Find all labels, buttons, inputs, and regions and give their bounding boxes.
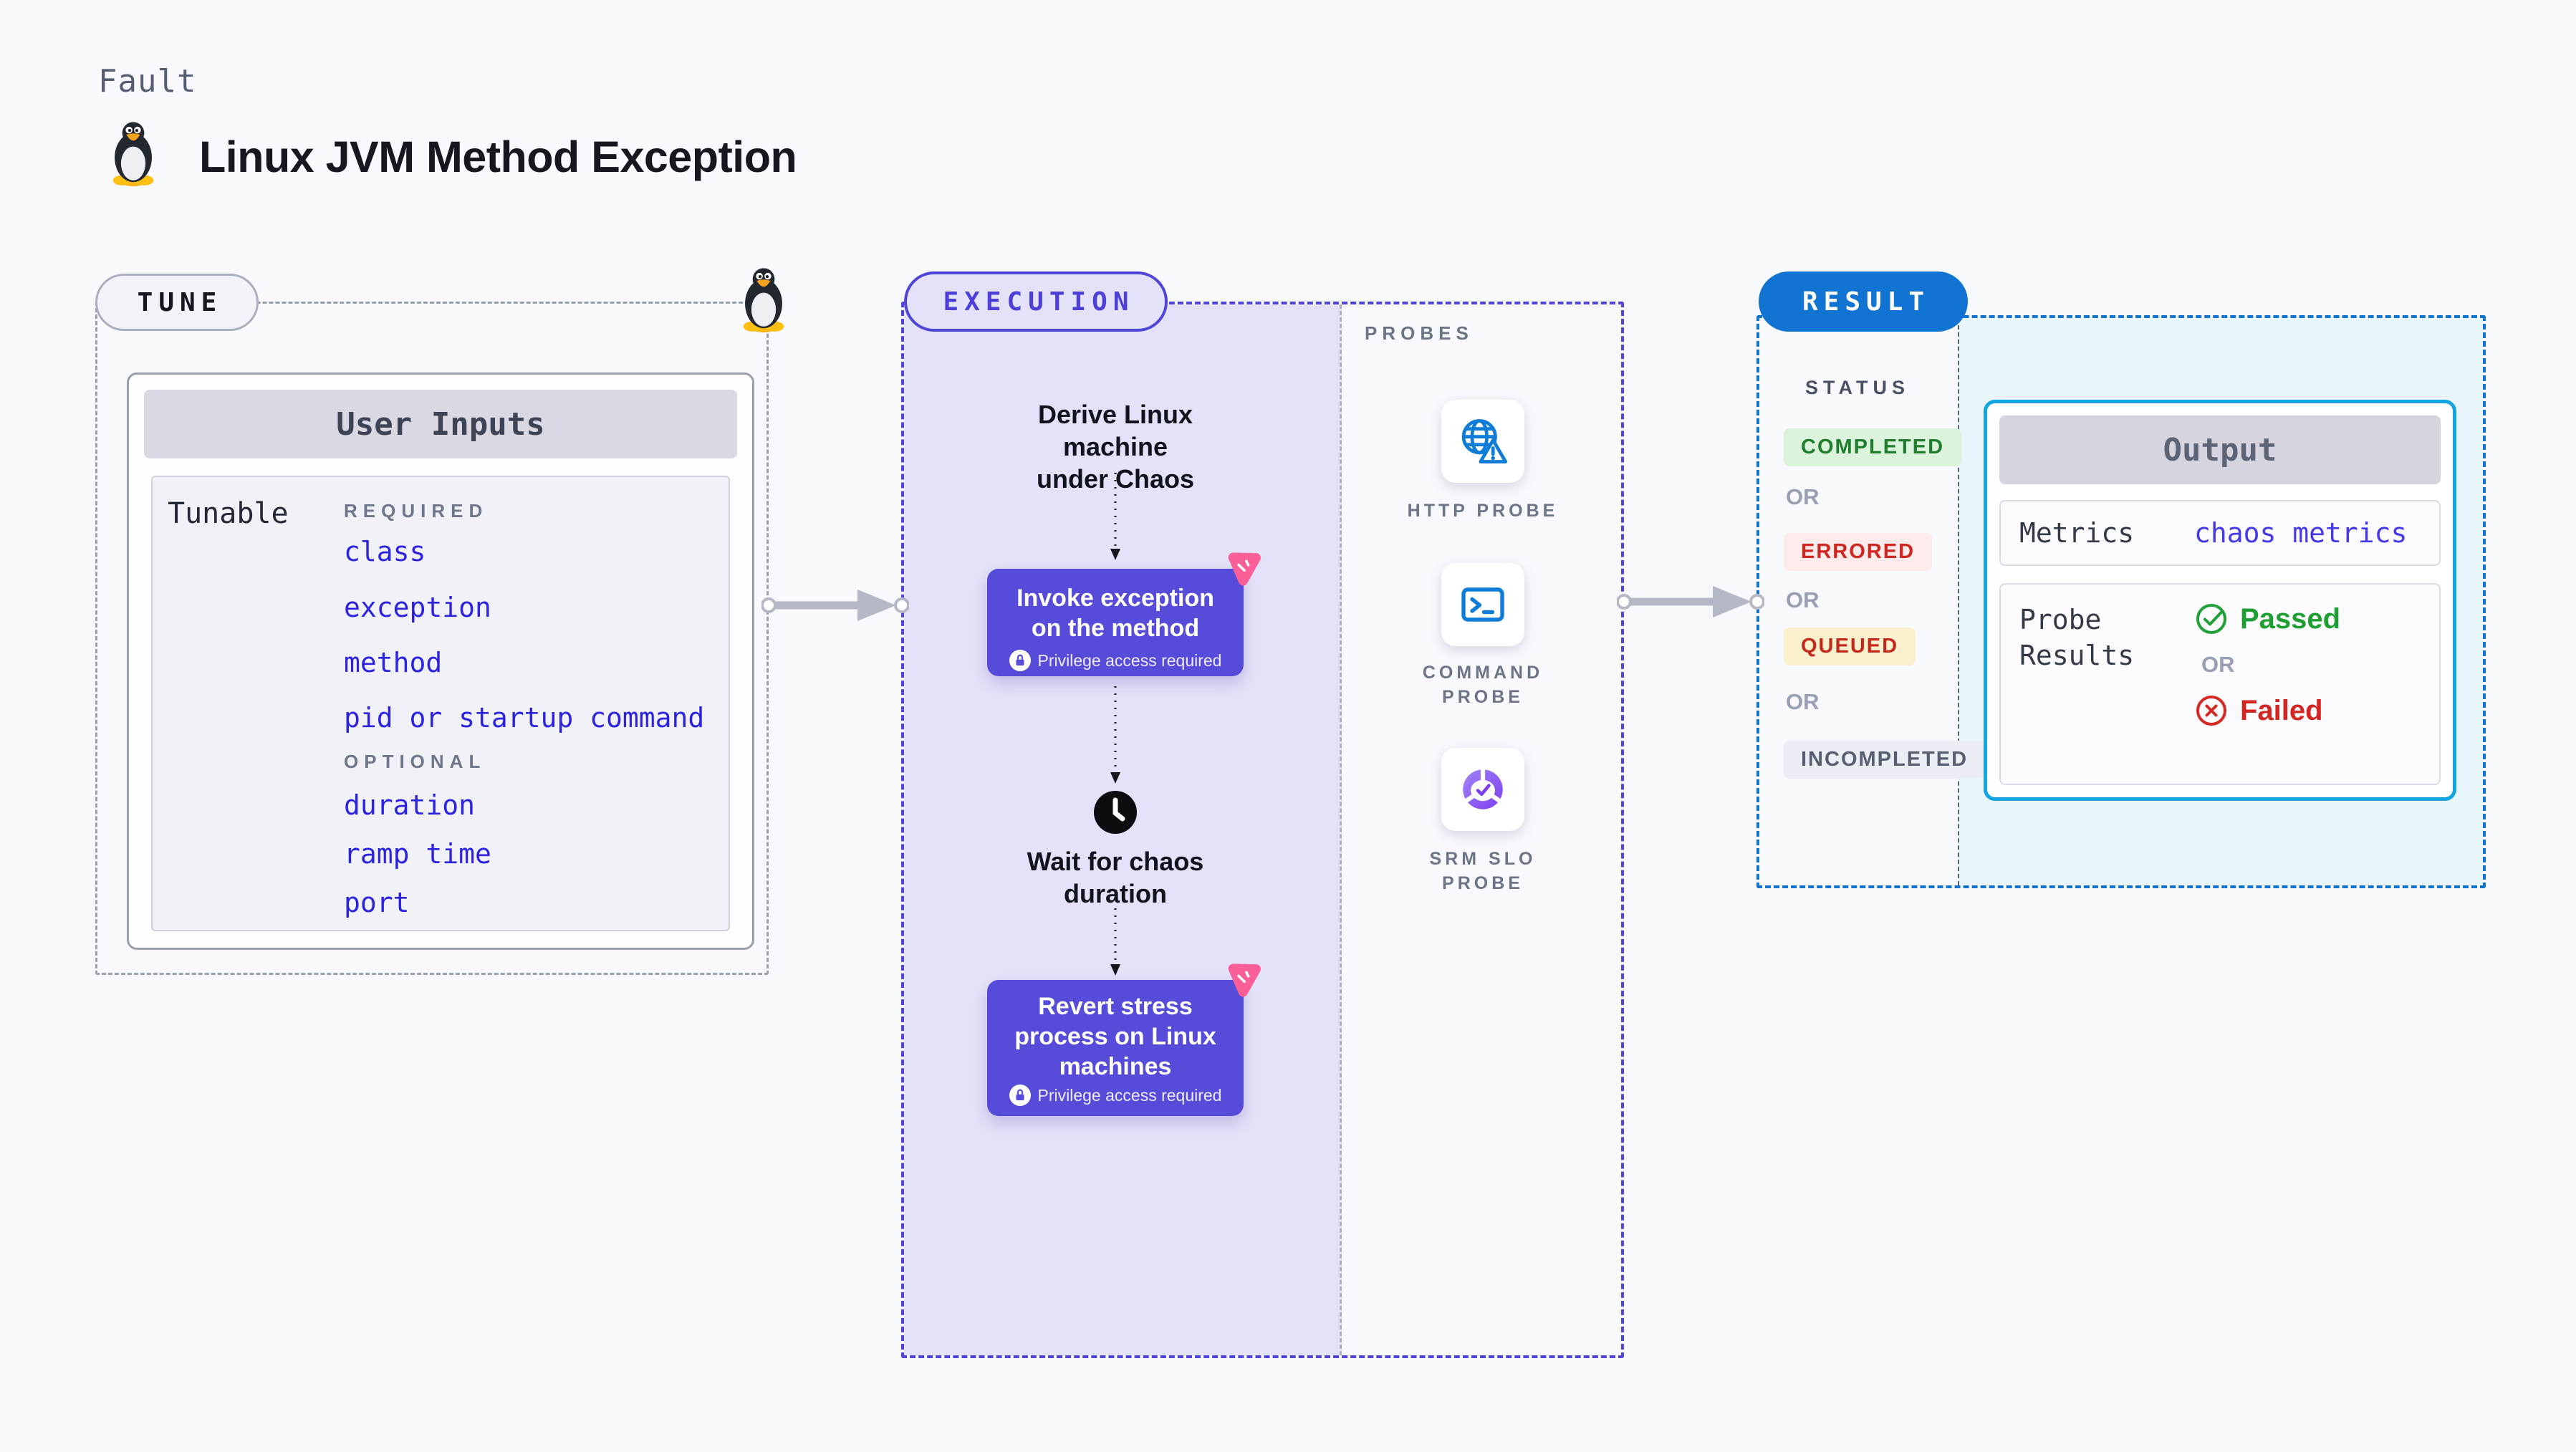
metrics-label: Metrics (2019, 517, 2135, 549)
result-badge: RESULT (1759, 271, 1968, 332)
chaos-fault-icon (1228, 552, 1261, 586)
srm-slo-probe-card (1441, 748, 1524, 831)
probe-result-failed: Failed (2194, 693, 2340, 728)
page-title: Linux JVM Method Exception (199, 133, 797, 181)
step-derive-machine: Derive Linux machine under Chaos (987, 398, 1244, 495)
privilege-label: Privilege access required (1037, 650, 1222, 670)
linux-tux-icon (736, 266, 791, 332)
lock-icon (1009, 1085, 1031, 1106)
connector-arrow-execution-to-result (1617, 586, 1764, 617)
linux-tux-icon (105, 120, 162, 186)
tune-section-box (95, 302, 769, 975)
status-or-label: OR (1786, 484, 1820, 509)
required-group-label: REQUIRED (344, 500, 489, 521)
step-derive-line1: Derive Linux machine (1037, 400, 1193, 461)
connector-arrow-tune-to-execution (761, 590, 909, 621)
wait-line1: Wait for chaos (1027, 847, 1204, 876)
step-invoke-exception-card: Invoke exception on the method Privilege… (987, 569, 1244, 676)
tunable-row-label: Tunable (168, 497, 289, 530)
lock-icon (1009, 650, 1031, 671)
status-badge-completed: COMPLETED (1784, 428, 1962, 466)
probes-panel-label: PROBES (1365, 322, 1474, 344)
tunable-link-ramp-time[interactable]: ramp time (344, 838, 491, 870)
output-card-title: Output (1999, 415, 2441, 484)
chaos-metrics-link[interactable]: chaos metrics (2194, 517, 2408, 549)
tunable-link-pid-or-startup-command[interactable]: pid or startup command (344, 702, 705, 734)
chaos-fault-icon (1228, 963, 1261, 997)
privilege-label: Privilege access required (1037, 1085, 1222, 1105)
revert-card-line3: machines (1059, 1053, 1172, 1080)
check-circle-icon (2196, 604, 2226, 634)
status-badge-errored: ERRORED (1784, 533, 1933, 571)
tune-badge: TUNE (95, 274, 259, 331)
step-wait-duration: Wait for chaos duration (987, 845, 1244, 910)
passed-label: Passed (2240, 602, 2341, 635)
privilege-row: Privilege access required (987, 650, 1244, 671)
command-probe-label: COMMAND PROBE (1422, 663, 1544, 707)
probe-result-passed: Passed (2194, 602, 2340, 636)
tunable-link-port[interactable]: port (344, 887, 410, 918)
tunables-panel (151, 476, 730, 931)
http-probe-label: HTTP PROBE (1407, 501, 1559, 521)
execution-badge: EXECUTION (904, 271, 1168, 332)
revert-card-line1: Revert stress (1038, 993, 1193, 1020)
wait-line2: duration (1064, 879, 1167, 908)
status-badge-incompleted: INCOMPLETED (1784, 741, 1986, 779)
globe-alert-icon (1461, 419, 1508, 463)
terminal-icon (1461, 587, 1504, 622)
tunable-link-duration[interactable]: duration (344, 789, 476, 821)
wait-clock-icon (1094, 791, 1137, 834)
probe-results-row: Probe Results Passed OR Failed (1999, 583, 2441, 785)
flow-arrow-down (1110, 686, 1120, 784)
flow-arrow-down (1110, 908, 1120, 976)
status-badge-queued: QUEUED (1784, 628, 1916, 665)
status-column-label: STATUS (1805, 377, 1910, 398)
invoke-card-line1: Invoke exception (1017, 585, 1214, 612)
failed-label: Failed (2240, 694, 2323, 726)
status-or-label: OR (1786, 587, 1820, 612)
slo-pie-check-icon (1463, 768, 1503, 809)
flow-arrow-down (1110, 473, 1120, 560)
tunable-link-method[interactable]: method (344, 647, 443, 678)
command-probe-card (1441, 563, 1524, 646)
step-derive-line2: under Chaos (1036, 464, 1195, 494)
http-probe-card (1441, 400, 1524, 483)
fault-kicker: Fault (98, 63, 197, 100)
probe-result-or-label: OR (2201, 652, 2235, 677)
optional-group-label: OPTIONAL (344, 751, 486, 772)
tunable-link-class[interactable]: class (344, 536, 426, 567)
probe-results-values: Passed OR Failed (2194, 602, 2340, 766)
privilege-row: Privilege access required (987, 1085, 1244, 1106)
invoke-card-line2: on the method (1031, 615, 1200, 642)
step-revert-stress-card: Revert stress process on Linux machines … (987, 980, 1244, 1116)
probe-results-label: Probe Results (2019, 604, 2135, 671)
revert-card-line2: process on Linux (1014, 1023, 1216, 1050)
user-inputs-title: User Inputs (144, 390, 737, 458)
metrics-row: Metrics chaos metrics (1999, 500, 2441, 566)
srm-slo-probe-label: SRM SLO PROBE (1429, 849, 1537, 893)
status-or-label: OR (1786, 689, 1820, 714)
x-circle-icon (2196, 696, 2226, 726)
tunable-link-exception[interactable]: exception (344, 592, 491, 623)
